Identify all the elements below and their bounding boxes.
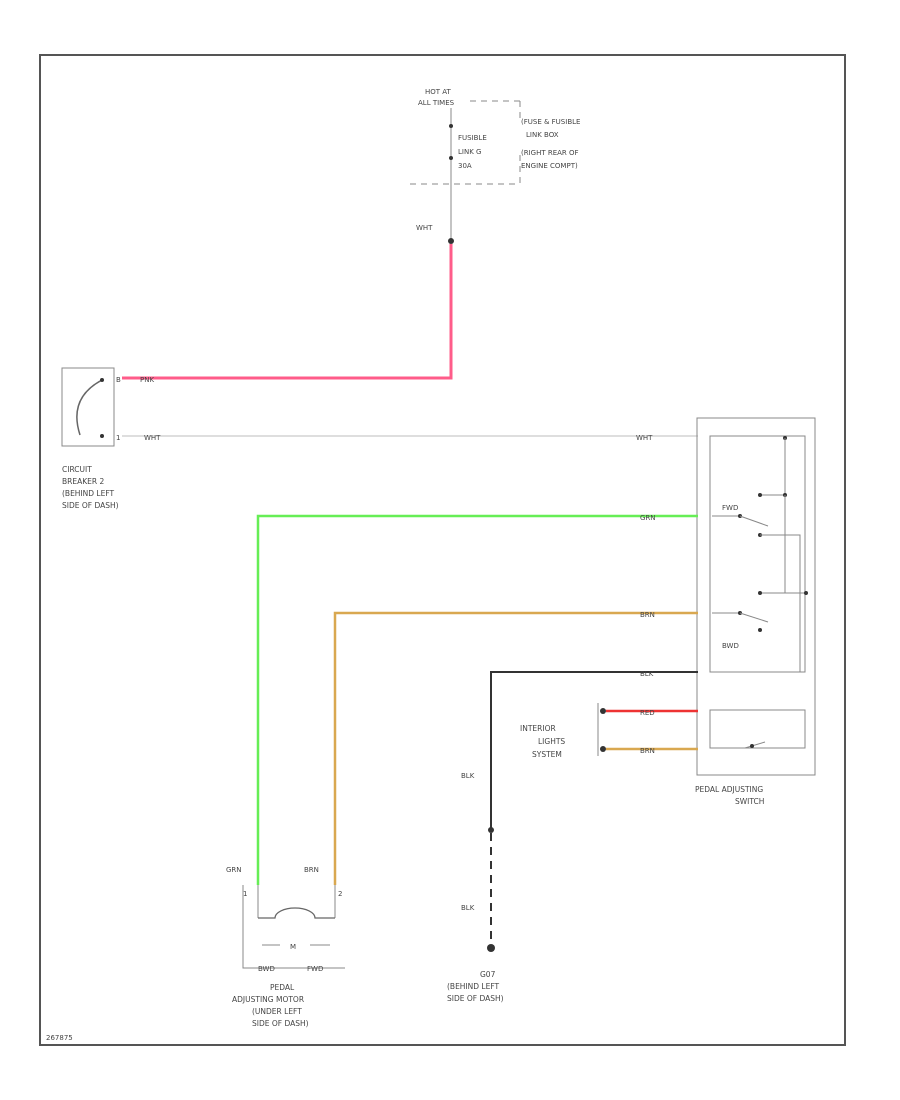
breaker-label-2: BREAKER 2	[62, 477, 104, 486]
switch-bwd-label: BWD	[722, 642, 739, 650]
wire-label-pnk: PNK	[140, 376, 154, 384]
switch-dot-fwd-1	[758, 493, 762, 497]
diagram-code: 267875	[46, 1034, 73, 1042]
breaker-pin-1: 1	[116, 434, 120, 442]
interior-lights: RED BRN INTERIOR LIGHTS SYSTEM	[520, 703, 698, 759]
wire-label-wht-right: WHT	[636, 434, 653, 442]
motor-label-2: ADJUSTING MOTOR	[232, 995, 304, 1004]
interior-label-3: SYSTEM	[532, 750, 562, 759]
switch-fwd-label: FWD	[722, 504, 738, 512]
wire-label-blk-upper: BLK	[461, 772, 475, 780]
wire-label-brn-right: BRN	[640, 611, 655, 619]
fuse-terminal-bottom	[449, 156, 453, 160]
interior-pin-brn	[600, 746, 606, 752]
fuse-box-label-2: LINK BOX	[526, 131, 559, 139]
link-g-label: LINK G	[458, 148, 481, 156]
switch-dot-bwd-1	[758, 591, 762, 595]
motor-fwd-label: BWD	[258, 965, 275, 973]
breaker-label-3: (BEHIND LEFT	[62, 489, 115, 498]
motor-pin-2: 2	[338, 890, 342, 898]
wire-label-red: RED	[640, 709, 655, 717]
wire-brown	[333, 611, 698, 885]
switch-label-2: SWITCH	[735, 797, 764, 806]
switch-dot-bwd-gnd	[758, 628, 762, 632]
fuse-box-label-1: (FUSE & FUSIBLE	[521, 118, 580, 126]
wire-label-brn-motor: BRN	[304, 866, 319, 874]
motor-symbol: M	[290, 943, 296, 951]
wire-label-brn-int: BRN	[640, 747, 655, 755]
fuse-box-label-3: (RIGHT REAR OF	[521, 149, 579, 157]
wire-label-blk-right: BLK	[640, 670, 654, 678]
switch-blade-fwd	[739, 515, 769, 527]
breaker-pin-b: B	[116, 376, 121, 384]
breaker-pin-1-dot	[100, 434, 104, 438]
fuse-amp-label: 30A	[458, 162, 472, 170]
breaker-element	[76, 379, 103, 436]
fuse-terminal-top	[449, 124, 453, 128]
hot-at-label: HOT AT	[425, 88, 452, 96]
interior-label-1: INTERIOR	[520, 724, 556, 733]
wire-label-wht-left: WHT	[144, 434, 161, 442]
switch-light-box	[709, 709, 806, 749]
wire-label-grn-right: GRN	[640, 514, 656, 522]
wire-label-grn-motor: GRN	[226, 866, 242, 874]
switch-outer-box	[696, 417, 816, 776]
motor-body	[258, 907, 335, 919]
wire-black	[490, 671, 698, 830]
all-times-label: ALL TIMES	[418, 99, 455, 107]
wire-label-blk-lower: BLK	[461, 904, 475, 912]
switch-label-1: PEDAL ADJUSTING	[695, 785, 763, 794]
switch-inner-box	[709, 435, 806, 673]
switch-dot-bwd-2	[804, 591, 808, 595]
wire-pink	[122, 244, 453, 380]
wire-label-wht-top: WHT	[416, 224, 433, 232]
ground-label: G07 (BEHIND LEFT SIDE OF DASH)	[447, 970, 504, 1003]
pedal-adjusting-motor: 1 2 M BWD FWD PEDAL ADJUSTING MOTOR (UND…	[232, 885, 345, 1028]
switch-light-blade	[744, 741, 766, 749]
breaker-label-4: SIDE OF DASH)	[62, 501, 119, 510]
fuse-box-label-4: ENGINE COMPT)	[521, 162, 578, 170]
motor-pin-1: 1	[243, 890, 247, 898]
motor-rwd-label: FWD	[307, 965, 323, 973]
wire-green	[256, 514, 698, 885]
interior-label-2: LIGHTS	[538, 737, 565, 746]
motor-outline-left	[242, 885, 345, 969]
breaker-pin-b-dot	[100, 378, 104, 382]
diagram-frame	[39, 54, 846, 1046]
interior-pin-red	[600, 708, 606, 714]
circuit-breaker: B 1 CIRCUIT BREAKER 2 (BEHIND LEFT SIDE …	[61, 367, 121, 510]
ground-label-3: SIDE OF DASH)	[447, 994, 504, 1003]
ground-label-1: G07	[480, 970, 496, 979]
splice-wht-top	[448, 238, 454, 244]
switch-gnd-bus	[760, 534, 801, 672]
splice-blk	[488, 827, 494, 833]
fuse-box: HOT AT ALL TIMES FUSIBLE LINK G 30A (FUS…	[410, 88, 580, 244]
switch-blade-bwd	[739, 612, 769, 623]
ground-label-2: (BEHIND LEFT	[447, 982, 500, 991]
breaker-label-1: CIRCUIT	[62, 465, 92, 474]
motor-label-4: SIDE OF DASH)	[252, 1019, 309, 1028]
ground-point	[487, 944, 495, 952]
motor-label-3: (UNDER LEFT	[252, 1007, 302, 1016]
fusible-label: FUSIBLE	[458, 134, 487, 142]
pedal-adjusting-switch: FWD BWD PEDAL ADJUSTING SWITCH	[695, 417, 816, 806]
breaker-box	[61, 367, 115, 447]
motor-label-1: PEDAL	[270, 983, 295, 992]
switch-light-dot	[750, 744, 754, 748]
